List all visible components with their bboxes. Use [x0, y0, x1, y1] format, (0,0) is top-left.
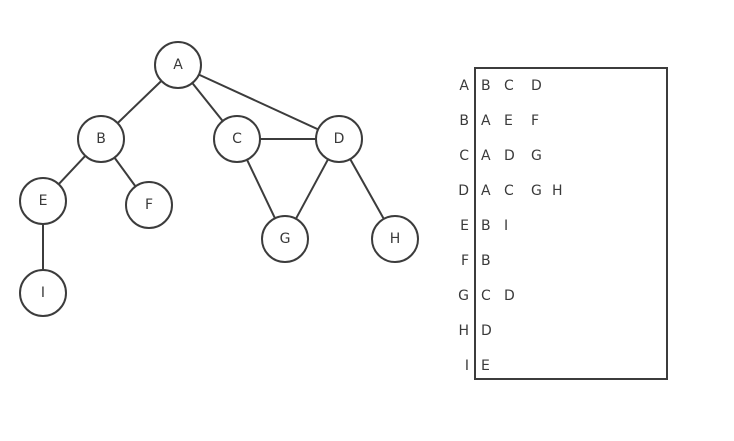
node-label: E: [39, 193, 48, 209]
node-f: F: [125, 181, 173, 229]
node-label: H: [390, 231, 401, 247]
node-label: I: [41, 285, 45, 301]
row-neighbor: D: [531, 78, 542, 94]
node-label: F: [145, 197, 153, 213]
node-c: C: [213, 115, 261, 163]
node-circle: [154, 41, 202, 89]
row-vertex-label: D: [458, 183, 469, 199]
row-neighbor: I: [504, 218, 508, 234]
row-neighbor: G: [531, 183, 542, 199]
node-g: G: [261, 215, 309, 263]
row-neighbor: A: [481, 113, 491, 129]
node-circle: [213, 115, 261, 163]
row-neighbor: F: [531, 113, 539, 129]
node-a: A: [154, 41, 202, 89]
node-label: D: [334, 131, 345, 147]
row-neighbor: A: [481, 148, 491, 164]
node-circle: [125, 181, 173, 229]
row-vertex-label: F: [461, 253, 469, 269]
edge-d-g: [295, 158, 329, 220]
node-circle: [19, 177, 67, 225]
row-vertex-label: C: [459, 148, 469, 164]
edge-b-f: [113, 157, 137, 187]
adjacency-list-frame: [474, 67, 668, 380]
row-neighbor: D: [504, 288, 515, 304]
row-neighbor: C: [481, 288, 491, 304]
row-neighbor: B: [481, 253, 491, 269]
node-label: C: [232, 131, 242, 147]
node-e: E: [19, 177, 67, 225]
row-neighbor: B: [481, 78, 491, 94]
node-circle: [261, 215, 309, 263]
node-circle: [315, 115, 363, 163]
edge-d-h: [349, 158, 385, 220]
edge-a-c: [191, 82, 224, 122]
node-circle: [77, 115, 125, 163]
row-neighbor: A: [481, 183, 491, 199]
node-label: G: [280, 231, 291, 247]
row-neighbor: D: [481, 323, 492, 339]
edge-a-b: [116, 80, 163, 124]
row-neighbor: B: [481, 218, 491, 234]
row-neighbor: E: [481, 358, 490, 374]
node-label: A: [173, 57, 183, 73]
node-d: D: [315, 115, 363, 163]
node-b: B: [77, 115, 125, 163]
node-circle: [371, 215, 419, 263]
row-neighbor: E: [504, 113, 513, 129]
row-neighbor: G: [531, 148, 542, 164]
row-vertex-label: G: [458, 288, 469, 304]
graph-edges: [42, 73, 385, 270]
row-vertex-label: B: [459, 113, 469, 129]
node-i: I: [19, 269, 67, 317]
row-neighbor: C: [504, 78, 514, 94]
edge-c-g: [246, 159, 276, 219]
edge-a-d: [198, 73, 319, 131]
row-neighbor: H: [552, 183, 563, 199]
row-vertex-label: E: [460, 218, 469, 234]
row-vertex-label: A: [459, 78, 469, 94]
node-label: B: [96, 131, 106, 147]
node-circle: [19, 269, 67, 317]
row-vertex-label: I: [465, 358, 469, 374]
graph-nodes: A B C D E F G H I: [19, 41, 419, 317]
row-vertex-label: H: [458, 323, 469, 339]
edge-b-e: [57, 155, 87, 185]
row-neighbor: D: [504, 148, 515, 164]
node-h: H: [371, 215, 419, 263]
row-neighbor: C: [504, 183, 514, 199]
